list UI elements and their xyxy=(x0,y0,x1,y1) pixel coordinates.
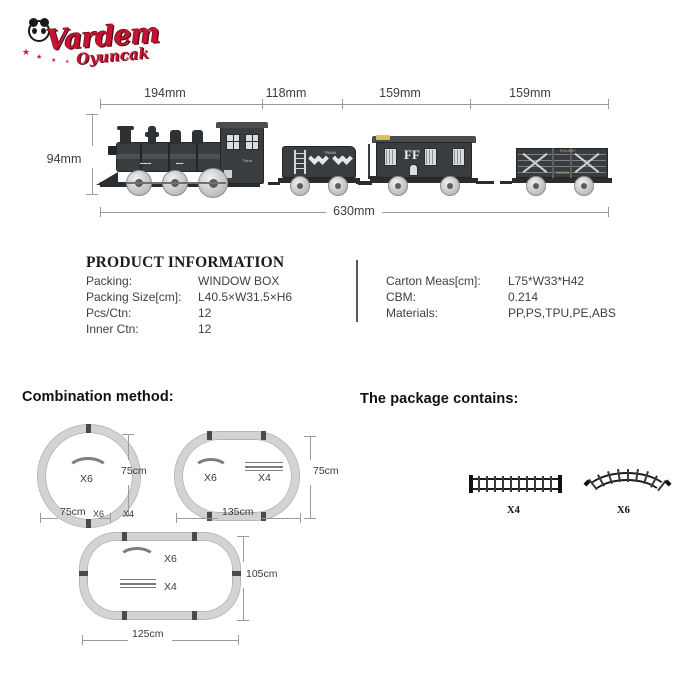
layout-stadium: X6 X4 xyxy=(79,532,250,625)
locomotive: Train ▬▬▬ ▬▬ xyxy=(96,118,268,198)
info-value: 12 xyxy=(198,322,212,336)
product-information-title: PRODUCT INFORMATION xyxy=(86,254,285,271)
curved-piece-sample xyxy=(118,547,156,571)
info-value: WINDOW BOX xyxy=(198,274,280,288)
package-item-curved-track xyxy=(580,468,676,500)
product-info-row: Carton Meas[cm]: L75*W33*H42 xyxy=(386,274,666,289)
product-info-row: Packing Size[cm]: L40.5×W31.5×H6 xyxy=(86,290,336,305)
train-illustration: Train ▬▬▬ ▬▬ TRAIN xyxy=(0,0,700,230)
stadium-width-label: 125cm xyxy=(132,628,164,640)
star-icon: ★ xyxy=(22,47,31,57)
stadium-track xyxy=(80,533,240,619)
info-key: Carton Meas[cm]: xyxy=(386,274,481,288)
curved-track-qty: X6 xyxy=(617,505,630,516)
sand-dome xyxy=(170,130,181,144)
circle-side-qty: X4 xyxy=(123,509,135,519)
brand-logo: ★ ★ ★ ★ Vardem Oyuncak xyxy=(18,14,178,72)
info-key: Packing Size[cm]: xyxy=(86,290,182,304)
info-key: CBM: xyxy=(386,290,416,304)
circle-height-label: 75cm xyxy=(121,465,147,477)
star-icon: ★ xyxy=(51,58,57,64)
product-info-left-column: Packing: WINDOW BOX Packing Size[cm]: L4… xyxy=(86,274,336,338)
smokestack xyxy=(120,128,131,144)
curved-piece-sample xyxy=(193,458,229,482)
total-length-label: 630mm xyxy=(333,204,375,218)
product-info-row: Materials: PP,PS,TPU,PE,ABS xyxy=(386,306,666,321)
info-value: PP,PS,TPU,PE,ABS xyxy=(508,306,616,320)
headlight xyxy=(108,146,117,155)
info-key: Packing: xyxy=(86,274,133,288)
combination-method-heading: Combination method: xyxy=(22,389,174,405)
circle-extra-qty: X6 xyxy=(93,509,105,519)
package-contains-heading: The package contains: xyxy=(360,391,519,407)
oval-height-label: 75cm xyxy=(313,465,339,477)
info-key: Materials: xyxy=(386,306,439,320)
oval-width-label: 135cm xyxy=(222,506,254,518)
boxcar-roof xyxy=(372,136,476,143)
info-value: L75*W33*H42 xyxy=(508,274,585,288)
layout-circle: X6 xyxy=(38,424,148,535)
oval-straight-qty: X4 xyxy=(258,472,271,484)
boxcar-lettering: FF xyxy=(404,147,420,162)
star-icon: ★ xyxy=(65,59,70,65)
info-value: 12 xyxy=(198,306,212,320)
circle-width-label: 75cm xyxy=(60,506,86,518)
product-info-right-column: Carton Meas[cm]: L75*W33*H42 CBM: 0.214 … xyxy=(386,274,666,322)
boxcar: FF xyxy=(356,132,494,196)
star-icon: ★ xyxy=(36,54,43,61)
package-item-straight-track xyxy=(468,475,564,497)
curved-piece-sample xyxy=(66,457,110,487)
info-value: L40.5×W31.5×H6 xyxy=(198,290,293,304)
oval-curved-qty: X6 xyxy=(204,472,217,484)
straight-piece-sample xyxy=(245,466,283,468)
roof-marker xyxy=(376,135,390,140)
segment-label-boxcar: 159mm xyxy=(379,86,421,100)
straight-piece-sample xyxy=(120,583,156,585)
segment-label-tender: 118mm xyxy=(265,86,307,100)
cowcatcher xyxy=(96,172,118,185)
layout-oval: X6 X4 xyxy=(175,431,305,524)
product-info-row: Pcs/Ctn: 12 xyxy=(86,306,336,321)
panda-mascot-icon xyxy=(28,18,50,42)
info-key: Pcs/Ctn: xyxy=(86,306,132,320)
info-key: Inner Ctn: xyxy=(86,322,139,336)
ladder xyxy=(294,150,296,174)
stadium-curved-qty: X6 xyxy=(164,553,177,565)
product-info-row: Inner Ctn: 12 xyxy=(86,322,336,337)
product-info-row: CBM: 0.214 xyxy=(386,290,666,305)
oval-track xyxy=(175,432,299,520)
segment-label-gondola: 159mm xyxy=(509,86,551,100)
segment-label-locomotive: 194mm xyxy=(144,86,186,100)
stadium-height-label: 105cm xyxy=(246,568,278,580)
gondola-car: RAILWAY CARGO xyxy=(500,142,616,196)
product-info-row: Packing: WINDOW BOX xyxy=(86,274,336,289)
product-info-divider xyxy=(356,260,358,322)
straight-track-qty: X4 xyxy=(507,505,520,516)
door-emblem xyxy=(409,164,418,176)
info-value: 0.214 xyxy=(508,290,539,304)
curved-piece-qty: X6 xyxy=(80,473,93,485)
stadium-straight-qty: X4 xyxy=(164,581,177,593)
height-label: 94mm xyxy=(46,152,82,166)
tender-car: TRAIN xyxy=(268,142,372,196)
